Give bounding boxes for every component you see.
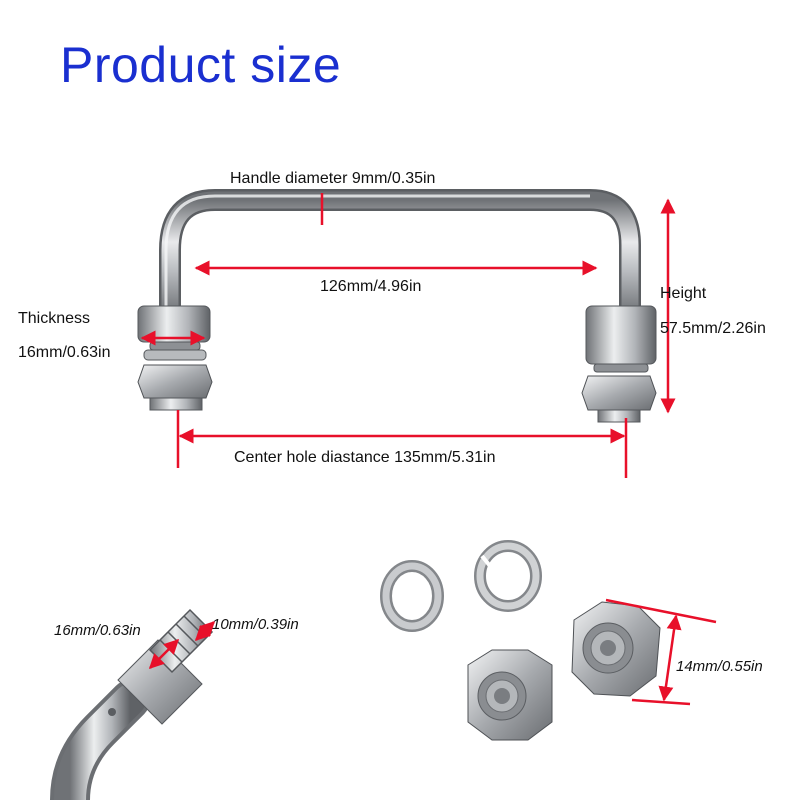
thickness-value: 16mm/0.63in xyxy=(18,344,111,361)
threaded-end-dimensions xyxy=(148,620,216,670)
lock-nut-icon xyxy=(571,601,661,697)
page-title: Product size xyxy=(60,37,342,93)
nut-size-label: 14mm/0.55in xyxy=(676,658,763,675)
lock-nut-icon xyxy=(467,649,553,741)
nut-dimensions xyxy=(605,598,717,706)
spring-washer-icon xyxy=(380,560,444,632)
thread-diameter-label: 10mm/0.39in xyxy=(212,616,299,633)
inner-width-label: 126mm/4.96in xyxy=(320,278,422,295)
spring-washer-icon xyxy=(474,540,542,612)
center-hole-label: Center hole diastance 135mm/5.31in xyxy=(234,449,496,466)
dimension-lines xyxy=(140,193,676,478)
height-value: 57.5mm/2.26in xyxy=(660,320,766,337)
u-handle-icon xyxy=(137,189,657,423)
collar-diameter-label: 16mm/0.63in xyxy=(54,622,141,639)
handle-diameter-label: Handle diameter 9mm/0.35in xyxy=(230,170,436,187)
thickness-label: Thickness xyxy=(18,310,91,327)
height-label: Height xyxy=(660,285,707,302)
